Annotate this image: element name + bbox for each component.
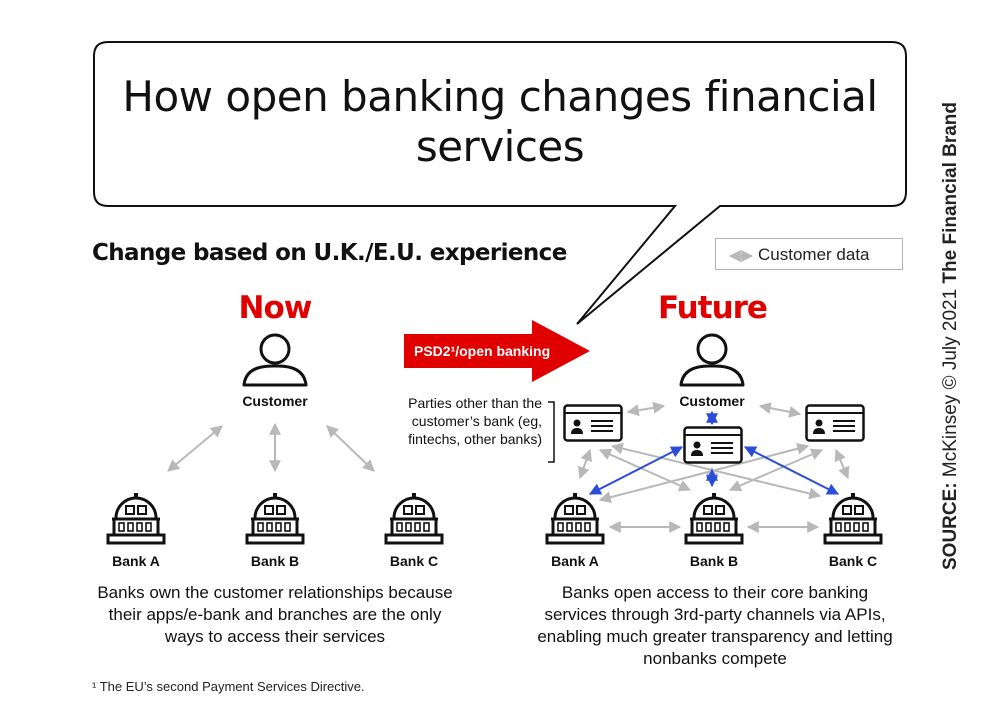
transition-label: PSD2¹/open banking — [414, 343, 551, 359]
source-prefix: SOURCE: — [940, 482, 961, 570]
bank-building-icon — [384, 492, 444, 545]
bank-building-icon — [823, 492, 883, 545]
legend-label: Customer data — [758, 245, 870, 264]
id-card-icon — [683, 426, 743, 464]
future-bank-c-label: Bank C — [828, 553, 878, 569]
future-header: Future — [658, 290, 768, 326]
future-description: Banks open access to their core banking … — [537, 583, 893, 668]
speech-bubble — [93, 41, 907, 325]
future-api-connections — [588, 410, 840, 495]
now-header: Now — [238, 290, 313, 326]
future-bank-a-label: Bank A — [551, 553, 599, 569]
now-bank-c-label: Bank C — [389, 553, 439, 569]
source-brand: The Financial Brand — [940, 101, 961, 284]
subtitle: Change based on U.K./E.U. experience — [92, 240, 567, 266]
parties-bracket — [548, 401, 555, 463]
bank-building-icon — [545, 492, 605, 545]
id-card-icon — [805, 404, 865, 442]
source-credit: SOURCE: McKinsey © July 2021 The Financi… — [938, 50, 968, 570]
bank-building-icon — [245, 492, 305, 545]
future-bank-b-label: Bank B — [689, 553, 739, 569]
footnote: ¹ The EU’s second Payment Services Direc… — [92, 679, 365, 694]
now-bank-a-label: Bank A — [112, 553, 160, 569]
now-connections — [167, 422, 375, 473]
future-customer-label: Customer — [679, 393, 745, 409]
person-icon — [679, 333, 745, 387]
now-description: Banks own the customer relationships bec… — [97, 583, 453, 646]
bank-building-icon — [684, 492, 744, 545]
parties-label: Parties other than the customer’s bank (… — [408, 395, 542, 447]
id-card-icon — [563, 404, 623, 442]
transition-arrow — [404, 320, 590, 382]
now-customer-label: Customer — [242, 393, 308, 409]
bank-building-icon — [106, 492, 166, 545]
page-title: How open banking changes financial servi… — [122, 72, 878, 171]
legend — [715, 238, 903, 270]
person-icon — [242, 333, 308, 387]
now-bank-b-label: Bank B — [250, 553, 300, 569]
source-text: McKinsey © July 2021 — [940, 288, 961, 478]
